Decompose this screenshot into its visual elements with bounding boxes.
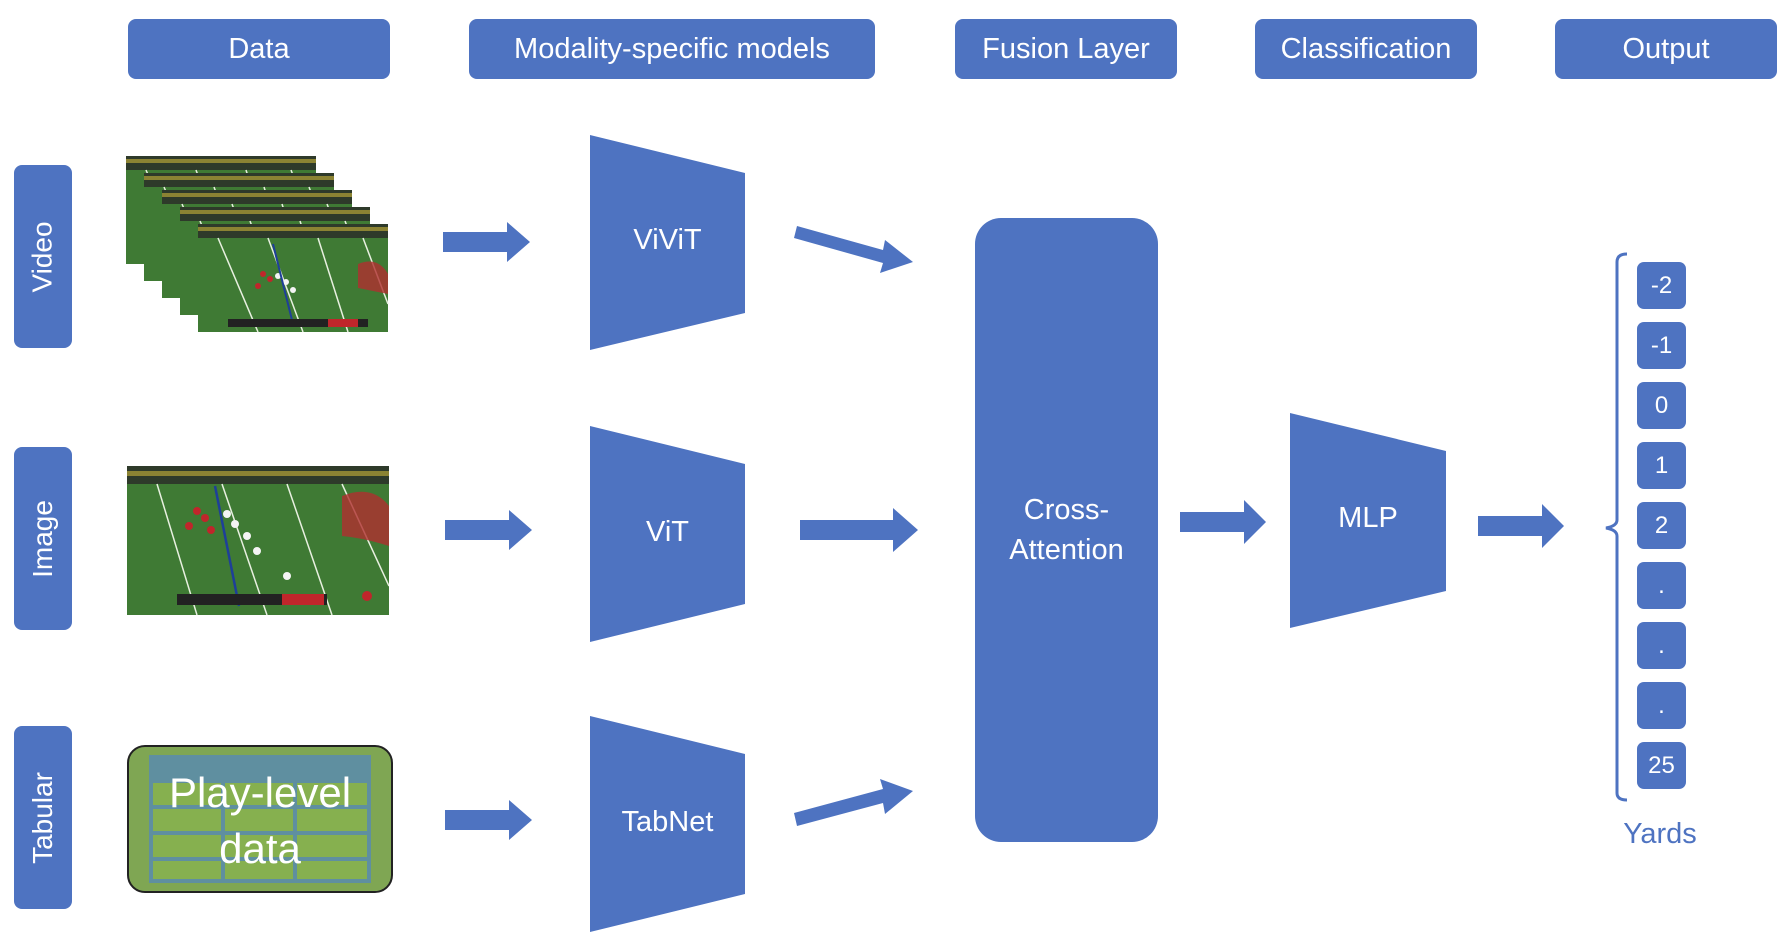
tabnet-trapezoid (590, 716, 745, 932)
football-field-image-icon (127, 466, 389, 615)
arrow-fusion-to-mlp (1180, 500, 1266, 544)
output-class-box: -2 (1637, 262, 1686, 309)
tabular-box-line1: Play-level (168, 769, 352, 816)
cross-attention-label: Cross- Attention (975, 490, 1158, 570)
cross-attention-line2: Attention (1009, 534, 1124, 566)
arrow-tabnet-to-fusion (794, 779, 913, 826)
table-grid (149, 755, 371, 883)
header-fusion-label: Fusion Layer (982, 32, 1150, 65)
output-class-box: . (1637, 682, 1686, 729)
header-data-label: Data (228, 32, 290, 65)
vivit-label: ViViT (633, 224, 702, 256)
output-class-box: -1 (1637, 322, 1686, 369)
header-data: Data (128, 19, 390, 79)
output-class-box: 1 (1637, 442, 1686, 489)
mlp-trapezoid (1290, 413, 1446, 628)
row-label-image: Image (14, 447, 72, 630)
vivit-trapezoid (590, 135, 745, 350)
vit-label: ViT (646, 516, 689, 548)
header-output: Output (1555, 19, 1777, 79)
header-fusion-layer: Fusion Layer (955, 19, 1177, 79)
arrow-tabular-to-tabnet (445, 800, 532, 840)
output-class-box: 2 (1637, 502, 1686, 549)
tabular-box-line2: data (219, 825, 301, 872)
output-class-box: 25 (1637, 742, 1686, 789)
cross-attention-line1: Cross- (1023, 494, 1110, 526)
header-classification-label: Classification (1280, 32, 1452, 65)
header-modality-models: Modality-specific models (469, 19, 875, 79)
tabular-box-text: Play-level data (129, 765, 391, 877)
tabnet-label: TabNet (621, 806, 714, 838)
output-class-box: 0 (1637, 382, 1686, 429)
arrow-vit-to-fusion (800, 508, 918, 552)
row-label-video: Video (14, 165, 72, 348)
output-class-box: . (1637, 622, 1686, 669)
mlp-label: MLP (1338, 502, 1398, 534)
arrow-image-to-vit (445, 510, 532, 550)
arrow-vivit-to-fusion (794, 226, 913, 273)
table-icon: Play-level data (127, 745, 393, 893)
output-class-box: . (1637, 562, 1686, 609)
vit-trapezoid (590, 426, 745, 642)
arrow-video-to-vivit (443, 222, 530, 262)
row-label-tabular: Tabular (14, 726, 72, 909)
arrow-mlp-to-output (1478, 504, 1564, 548)
yards-label: Yards (1623, 818, 1697, 850)
header-classification: Classification (1255, 19, 1477, 79)
cross-attention-block: Cross- Attention (975, 218, 1158, 842)
header-output-label: Output (1622, 32, 1710, 65)
output-bracket (1605, 252, 1628, 802)
header-models-label: Modality-specific models (514, 32, 830, 65)
